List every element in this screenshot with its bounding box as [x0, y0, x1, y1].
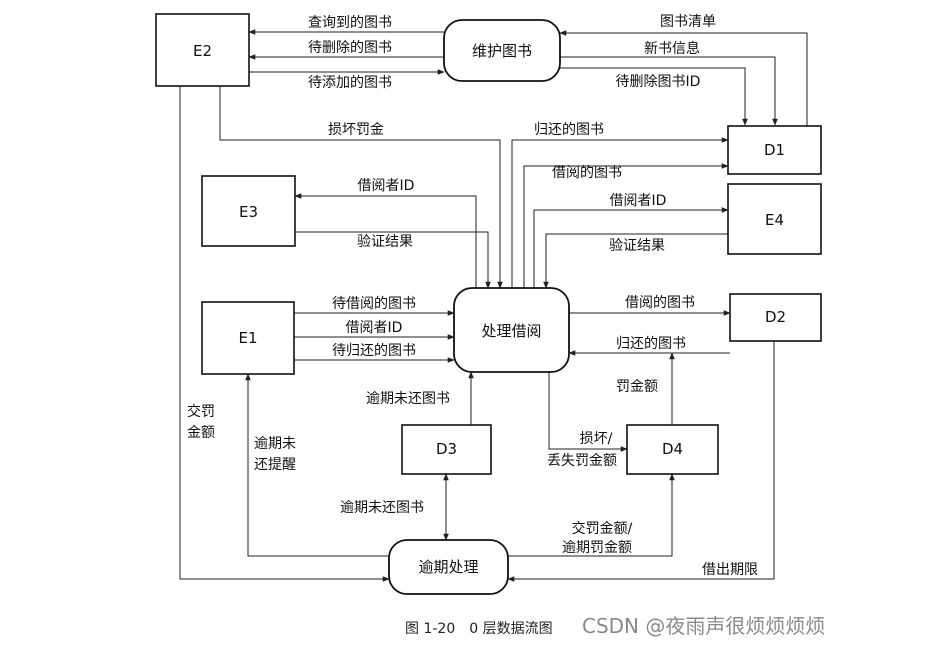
flow-borrower-id-e3 [294, 193, 477, 288]
flow-lines [179, 29, 808, 582]
node-d2-label: D2 [765, 308, 786, 326]
node-d1-label: D1 [764, 141, 785, 159]
flow-new-book-info [560, 56, 778, 126]
label-books-to-borrow: 待借阅的图书 [332, 296, 416, 312]
flow-delete-book-id [560, 67, 748, 126]
label-borrowed-books-d2: 借阅的图书 [625, 295, 695, 311]
flow-borrower-id-e4 [533, 207, 729, 288]
label-verify-result-e4: 验证结果 [609, 238, 665, 254]
process-overdue-handling: 逾期处理 [388, 539, 509, 595]
node-e4: E4 [727, 183, 822, 255]
node-e3: E3 [201, 175, 296, 247]
node-d3: D3 [401, 424, 492, 475]
node-d2: D2 [729, 293, 822, 342]
label-verify-result-e3: 验证结果 [357, 234, 413, 250]
label-fine-amount: 罚金额 [616, 379, 658, 395]
flow-verify-result-e3 [295, 231, 491, 289]
label-queried-books: 查询到的图书 [308, 15, 392, 31]
label-lost-fine-line2: 丢失罚金额 [547, 453, 617, 469]
node-e4-label: E4 [765, 211, 784, 229]
flow-pay-fine [508, 473, 675, 557]
label-new-book-info: 新书信息 [644, 40, 700, 57]
process-maintain-books: 维护图书 [443, 19, 561, 82]
flow-labels: 查询到的图书 待删除的图书 待添加的图书 图书清单 新书信息 待删除图书ID 损… [187, 14, 758, 578]
label-lost-fine-line1: 损坏/ [580, 431, 613, 447]
label-overdue-books-down: 逾期未还图书 [340, 500, 424, 516]
node-e2-label: E2 [193, 42, 212, 60]
figure-caption: 图 1-20 0 层数据流图 [405, 621, 553, 637]
label-books-to-return: 待归还的图书 [332, 342, 416, 359]
label-pay-fine-e2-line1: 交罚 [187, 403, 215, 420]
label-overdue-books-up: 逾期未还图书 [366, 391, 450, 407]
label-returned-books-d2: 归还的图书 [616, 335, 686, 352]
label-overdue-reminder-line2: 还提醒 [254, 457, 296, 473]
process-handle-borrowing: 处理借阅 [453, 287, 570, 373]
process-overdue-handling-label: 逾期处理 [418, 558, 478, 576]
flow-verify-result-e4 [543, 233, 728, 289]
node-e2: E2 [155, 13, 250, 87]
watermark: CSDN @夜雨声很烦烦烦烦 [582, 614, 825, 638]
flow-returned-books-d1 [511, 137, 729, 288]
flow-overdue-reminder [245, 373, 389, 557]
label-borrower-id-e1: 借阅者ID [346, 320, 403, 336]
label-borrower-id-e3: 借阅者ID [358, 178, 415, 194]
label-overdue-reminder-line1: 逾期未 [254, 436, 296, 452]
flow-borrowed-books-d1 [523, 163, 729, 288]
node-d3-label: D3 [436, 440, 457, 458]
node-d4: D4 [626, 424, 719, 475]
flow-book-list [559, 30, 808, 126]
label-delete-book-id: 待删除图书ID [616, 74, 701, 90]
node-e3-label: E3 [239, 203, 258, 221]
label-due-date: 借出期限 [702, 562, 758, 578]
node-e1-label: E1 [238, 329, 257, 347]
label-books-to-delete: 待删除的图书 [308, 40, 392, 56]
label-pay-fine-line2: 逾期罚金额 [562, 540, 632, 556]
flow-lost-fine [548, 372, 628, 452]
label-returned-books-d1: 归还的图书 [534, 121, 604, 138]
label-books-to-add: 待添加的图书 [308, 75, 392, 91]
flow-damage-fine [219, 86, 503, 289]
label-borrowed-books-d1: 借阅的图书 [552, 165, 622, 181]
label-book-list: 图书清单 [660, 14, 716, 30]
label-pay-fine-line1: 交罚金额/ [572, 520, 633, 537]
node-d1: D1 [727, 125, 822, 175]
flow-due-date [507, 341, 775, 582]
node-e1: E1 [201, 301, 295, 375]
process-maintain-books-label: 维护图书 [472, 42, 532, 60]
flow-pay-fine-e2 [179, 86, 390, 582]
node-d4-label: D4 [662, 440, 683, 458]
process-handle-borrowing-label: 处理借阅 [481, 322, 541, 340]
label-damage-fine: 损坏罚金 [328, 122, 384, 138]
label-pay-fine-e2-line2: 金额 [187, 425, 215, 441]
label-borrower-id-e4: 借阅者ID [610, 193, 667, 209]
